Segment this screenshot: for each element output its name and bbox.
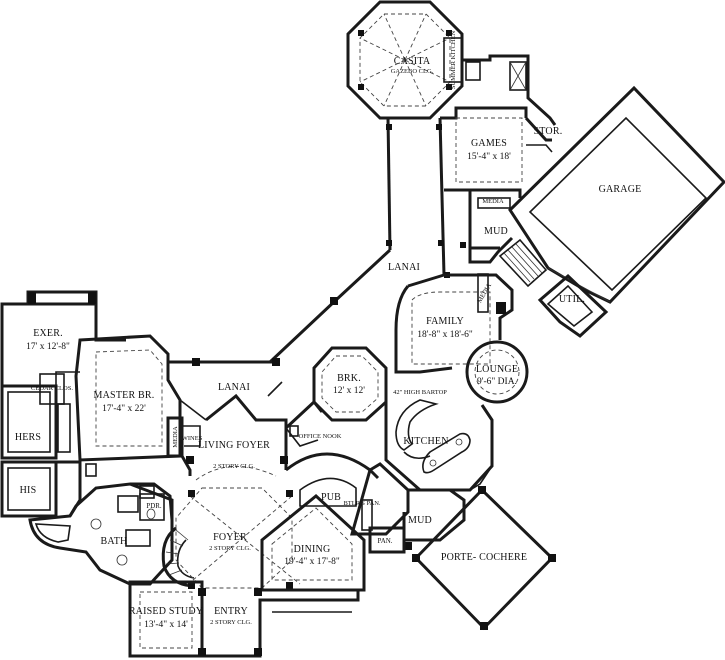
lanai-lower bbox=[166, 354, 283, 421]
lounge bbox=[465, 340, 529, 404]
pan-label: PAN. bbox=[377, 537, 392, 545]
casita-gazebo bbox=[346, 0, 464, 120]
brk-label: BRK. bbox=[337, 373, 361, 384]
kitchen bbox=[384, 399, 494, 492]
foyer-label: FOYER bbox=[213, 532, 247, 543]
master-size: 17'-4" x 22' bbox=[102, 404, 146, 414]
media-lower-label: MEDIA bbox=[172, 426, 179, 448]
casita-label: CASITA bbox=[394, 56, 431, 67]
breakfast-room bbox=[312, 346, 388, 422]
dining-label: DINING bbox=[294, 544, 331, 555]
cedar-closet bbox=[39, 373, 65, 405]
games-wing bbox=[440, 54, 557, 250]
family-label: FAMILY bbox=[426, 316, 464, 327]
family-room bbox=[394, 273, 514, 374]
stair bbox=[498, 238, 548, 288]
living-foyer-label: LIVING FOYER bbox=[198, 440, 270, 451]
garage bbox=[508, 85, 725, 304]
games-size: 15'-4" x 18' bbox=[467, 152, 511, 162]
stoop bbox=[26, 290, 98, 306]
raised-study bbox=[128, 580, 204, 658]
hers-closet bbox=[0, 384, 71, 460]
media-upper-label: MEDIA bbox=[482, 198, 504, 205]
media-wines bbox=[166, 416, 201, 458]
porte-cochere bbox=[412, 486, 556, 631]
btlrs-pan-label: BTLR'S PAN. bbox=[343, 500, 380, 507]
entry bbox=[198, 588, 360, 658]
lounge-label: LOUNGE bbox=[476, 364, 518, 375]
living-foyer-note: 2 STORY CLG. bbox=[213, 463, 255, 470]
garage-label: GARAGE bbox=[599, 184, 642, 195]
cedar-clos-label: CEDAR CLOS. bbox=[31, 385, 73, 392]
pub-label: PUB bbox=[321, 492, 341, 503]
casita-note: GAZEBO CLG. bbox=[391, 68, 434, 75]
lanai-upper-label: LANAI bbox=[388, 262, 420, 273]
butlers-pantry bbox=[350, 462, 410, 536]
pub bbox=[285, 452, 380, 507]
master-bath bbox=[28, 460, 174, 586]
pantry bbox=[368, 526, 406, 554]
foyer-note: 2 STORY CLG. bbox=[209, 545, 251, 552]
hers-label: HERS bbox=[15, 432, 41, 443]
porte-cochere-label: PORTE- COCHERE bbox=[441, 552, 527, 563]
his-label: HIS bbox=[20, 485, 37, 496]
entry-note: 2 STORY CLG. bbox=[210, 619, 252, 626]
exer-label: EXER. bbox=[33, 328, 63, 339]
exer-size: 17' x 12'-8" bbox=[26, 342, 70, 352]
family-size: 18'-8" x 18'-6" bbox=[417, 330, 473, 340]
kitchen-label: KITCHEN bbox=[403, 436, 448, 447]
entry-label: ENTRY bbox=[214, 606, 248, 617]
labels: CASITA GAZEBO CLG. SUMMER KITCHEN GAMES … bbox=[15, 31, 642, 630]
bath-label: BATH bbox=[101, 536, 128, 547]
wines-label: WINES bbox=[182, 435, 203, 442]
games-label: GAMES bbox=[471, 138, 507, 149]
lounge-size: 9'-6" DIA. bbox=[477, 377, 517, 387]
pdr-label: PDR. bbox=[146, 502, 162, 510]
lanai-lower-label: LANAI bbox=[218, 382, 250, 393]
powder-room bbox=[130, 482, 174, 521]
util-label: UTIL. bbox=[559, 294, 585, 305]
raised-study-size: 13'-4" x 14' bbox=[144, 620, 188, 630]
mud-upper-label: MUD bbox=[484, 226, 508, 237]
bartop-label: 42" HIGH BARTOP bbox=[393, 389, 447, 396]
dining-room bbox=[260, 494, 366, 592]
summer-kitchen-label: SUMMER KITCHEN bbox=[450, 31, 457, 90]
his-closet bbox=[0, 460, 58, 518]
office-nook bbox=[284, 399, 324, 447]
brk-size: 12' x 12' bbox=[333, 386, 365, 396]
lanai-upper bbox=[268, 242, 466, 366]
raised-study-label: RAISED STUDY bbox=[129, 606, 203, 617]
stor-label: STOR. bbox=[534, 126, 563, 137]
mud-lower-label: MUD bbox=[408, 515, 432, 526]
stoop-label: STOOP bbox=[51, 295, 73, 303]
breezeway bbox=[386, 117, 446, 276]
curved-stair bbox=[161, 526, 195, 588]
living-foyer bbox=[180, 393, 288, 481]
dining-size: 19'-4" x 17'-8" bbox=[284, 557, 340, 567]
office-nook-label: OFFICE NOOK bbox=[299, 433, 342, 440]
master-label: MASTER BR. bbox=[94, 390, 155, 401]
media-side-label: MEDIA bbox=[476, 282, 493, 304]
